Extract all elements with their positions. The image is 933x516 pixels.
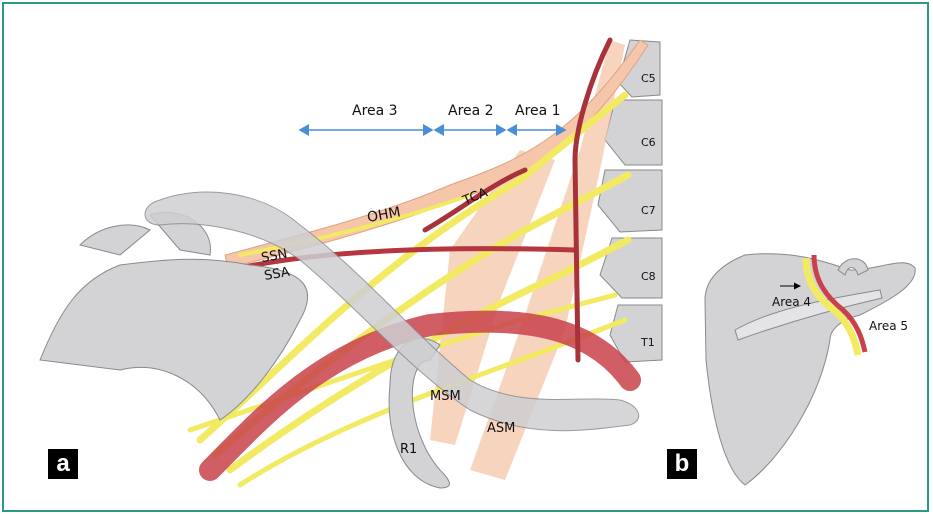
panel-b: Area 4 Area 5 (705, 254, 915, 485)
ohm-label: OHM (366, 204, 402, 226)
vertebra-t1-label: T1 (640, 336, 655, 349)
ssn-label: SSN (260, 247, 288, 266)
vertebra-c8-label: C8 (641, 270, 656, 283)
r1-label: R1 (400, 442, 417, 457)
panel-b-badge: b (667, 449, 697, 479)
area5-label: Area 5 (869, 319, 908, 333)
coracoid-process (80, 225, 150, 255)
area2-label: Area 2 (448, 103, 494, 119)
asm-label: ASM (487, 421, 515, 436)
area1-label: Area 1 (515, 103, 561, 119)
area4-label: Area 4 (772, 295, 811, 309)
panel-a: Area 3 Area 2 Area 1 C5 C6 C7 C8 T1 OHM … (40, 40, 662, 488)
msm-label: MSM (430, 389, 461, 404)
panel-a-badge: a (48, 449, 78, 479)
vertebra-c6-label: C6 (641, 136, 656, 149)
vertebra-c7-label: C7 (641, 204, 656, 217)
area3-label: Area 3 (352, 103, 398, 119)
vertebra-c5-label: C5 (641, 72, 656, 85)
